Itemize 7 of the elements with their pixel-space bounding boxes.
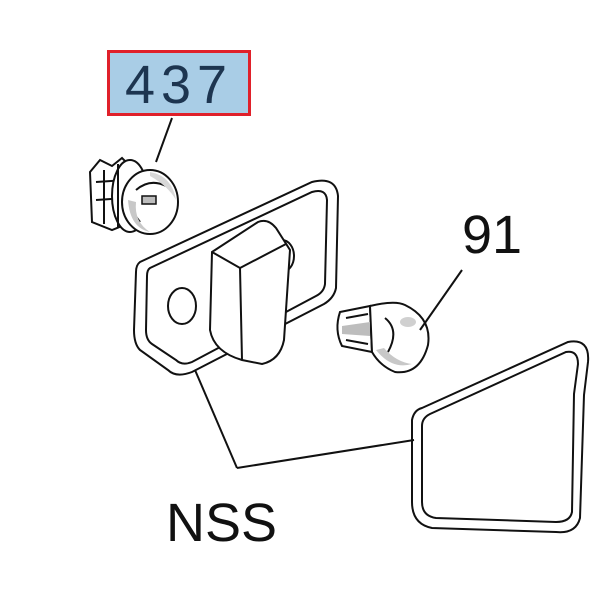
leader-line [419, 269, 463, 331]
callout-number: 91 [462, 208, 522, 262]
callout-number: NSS [166, 496, 278, 550]
leader-line [236, 439, 414, 469]
leader-line [155, 118, 173, 162]
leader-line [194, 370, 238, 468]
highlighted-callout-number: 437 [107, 50, 251, 116]
